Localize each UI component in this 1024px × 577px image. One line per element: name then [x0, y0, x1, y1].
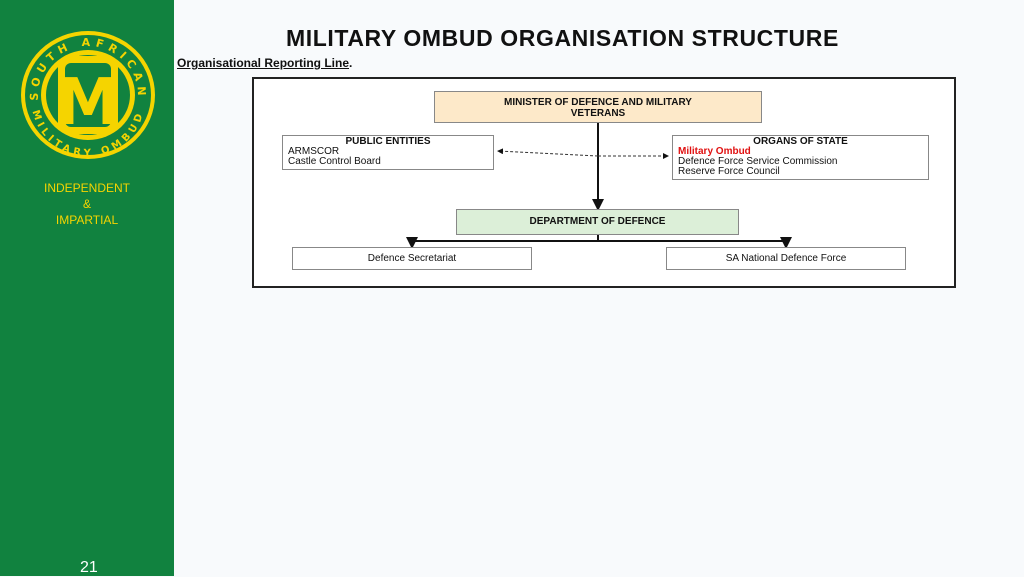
organs-of-state-heading: ORGANS OF STATE: [753, 136, 848, 147]
motto-line-2: &: [82, 197, 91, 211]
page-title: MILITARY OMBUD ORGANISATION STRUCTURE: [286, 25, 839, 51]
organs-of-state-box: ORGANS OF STATE Military Ombud Defence F…: [672, 135, 929, 180]
page-number: 21: [80, 559, 98, 576]
section-subtitle: Organisational Reporting Line.: [177, 56, 352, 70]
org-chart-connectors: [406, 123, 792, 249]
svg-text:M: M: [56, 66, 120, 140]
public-entity-item: ARMSCOR: [288, 146, 340, 157]
minister-box: MINISTER OF DEFENCE AND MILITARY VETERAN…: [434, 91, 762, 123]
minister-line-2: VETERANS: [570, 108, 626, 119]
subtitle-text: Organisational Reporting Line: [177, 56, 350, 70]
motto-line-3: IMPARTIAL: [55, 213, 119, 227]
military-ombud-item: Military Ombud: [678, 146, 751, 157]
department-of-defence-box: DEPARTMENT OF DEFENCE: [456, 209, 739, 235]
organ-of-state-item: Defence Force Service Commission: [678, 156, 838, 167]
org-chart: MINISTER OF DEFENCE AND MILITARY VETERAN…: [252, 77, 956, 288]
public-entities-heading: PUBLIC ENTITIES: [345, 136, 431, 147]
minister-line-1: MINISTER OF DEFENCE AND MILITARY: [504, 97, 692, 108]
motto: INDEPENDENT & IMPARTIAL: [0, 180, 174, 228]
military-ombud-logo: SOUTH AFRICAN MILITARY OMBUD M: [21, 31, 155, 159]
sandf-box: SA National Defence Force: [666, 247, 906, 270]
public-entity-item: Castle Control Board: [288, 156, 381, 167]
sidebar: SOUTH AFRICAN MILITARY OMBUD M INDEPENDE…: [0, 0, 174, 576]
defence-secretariat-box: Defence Secretariat: [292, 247, 532, 270]
subtitle-suffix: .: [349, 56, 353, 70]
public-entities-box: PUBLIC ENTITIES ARMSCOR Castle Control B…: [282, 135, 494, 170]
organ-of-state-item: Reserve Force Council: [678, 166, 780, 177]
motto-line-1: INDEPENDENT: [43, 181, 130, 195]
